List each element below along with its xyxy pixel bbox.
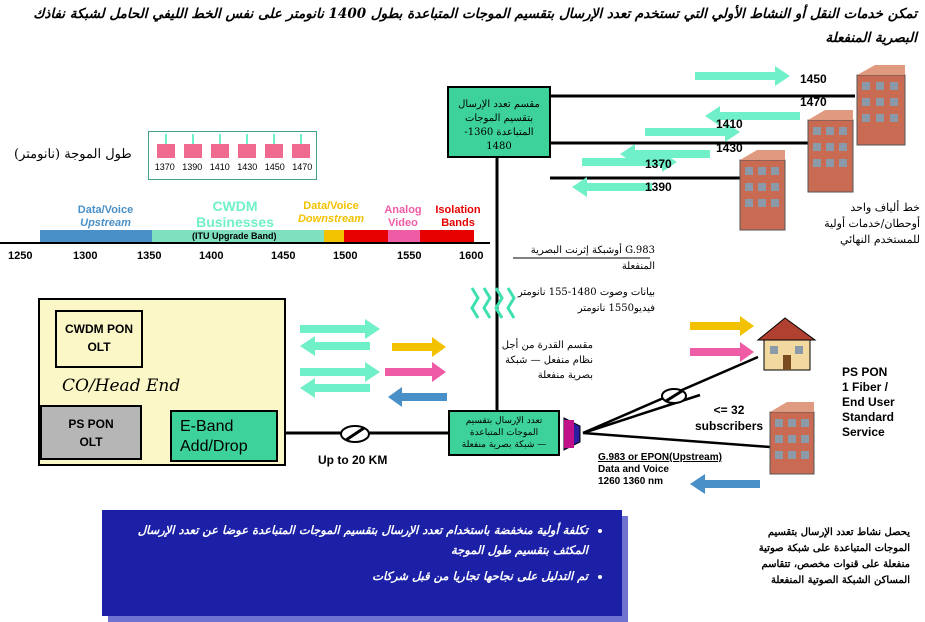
wl-1390: 1390 [645, 180, 672, 194]
distance-label: Up to 20 KM [318, 453, 388, 467]
benefits-box: تكلفة أولية منخفضة باستخدام تعدد الإرسال… [102, 510, 622, 616]
benefit-item: تكلفة أولية منخفضة باستخدام تعدد الإرسال… [102, 520, 588, 560]
wl-1410: 1410 [716, 117, 743, 131]
office-building-icon [739, 150, 786, 231]
tick-label: 1500 [333, 250, 358, 262]
page-title: تمكن خدمات النقل أو النشاط الأولي التي ت… [33, 6, 917, 46]
fiber-coil-icon [340, 425, 370, 443]
laser-1470: 1470 [292, 162, 313, 172]
wavelength-axis-label: طول الموجة (نانومتر) [14, 147, 132, 162]
fiber-coil-icon [661, 388, 687, 404]
office-building-icon [856, 65, 906, 146]
laser-1390: 1390 [182, 162, 203, 172]
wl-1470: 1470 [800, 95, 827, 109]
tick-label: 1550 [397, 250, 422, 262]
drop-to-building [582, 431, 771, 449]
laser-1370: 1370 [154, 162, 175, 172]
benefit-item: تم التدليل على نجاحها تجاريا من قبل شركا… [102, 566, 588, 586]
laser-array: 1370 1390 1410 1430 1450 1470 [148, 131, 317, 180]
office-building-icon [807, 110, 854, 193]
laser-icon [157, 134, 310, 158]
spectrum-ticks: 1250 1300 1350 1400 1450 1500 1550 1600 [0, 250, 490, 266]
spectrum-bar: (ITU Upgrade Band) [40, 230, 474, 242]
tick-label: 1300 [73, 250, 98, 262]
head-end-label: CO/Head End [62, 376, 181, 396]
wl-1450: 1450 [800, 72, 827, 86]
laser-1450: 1450 [264, 162, 285, 172]
tick-label: 1600 [459, 250, 484, 262]
laser-1410: 1410 [209, 162, 230, 172]
laser-1430: 1430 [237, 162, 258, 172]
upstream-label: G.983 or EPON(Upstream) Data and Voice 1… [598, 452, 722, 487]
wavelength-arrows [572, 66, 800, 197]
itu-band-label: (ITU Upgrade Band) [192, 231, 277, 241]
tick-label: 1400 [199, 250, 224, 262]
tick-label: 1450 [271, 250, 296, 262]
gpon-caption: G.983 أوشبكة إثرنت البصرية المنفعلة بيان… [517, 245, 655, 314]
office-building-icon [769, 402, 815, 475]
tick-label: 1250 [8, 250, 33, 262]
wl-1430: 1430 [716, 141, 743, 155]
wl-1370: 1370 [645, 157, 672, 171]
house-icon [756, 317, 817, 371]
tick-label: 1350 [137, 250, 162, 262]
